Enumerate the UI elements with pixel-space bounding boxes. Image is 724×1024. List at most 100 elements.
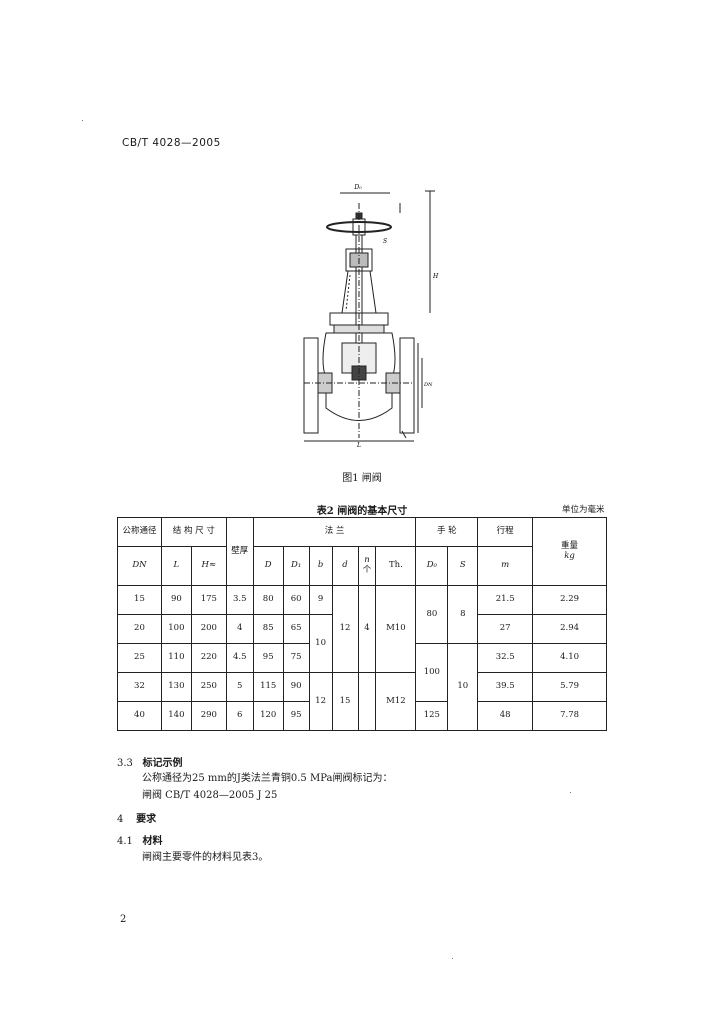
cell-D1: 75: [282, 643, 310, 673]
table-row: 20 100 200 4 85 65 10 27 2.94: [117, 614, 607, 673]
figure-caption: 图1 闸阀: [342, 473, 382, 484]
cell-D: 95: [252, 643, 284, 673]
th-stroke: 行程: [477, 517, 534, 547]
th-D1: D₁: [282, 546, 310, 586]
cell-stroke: 21.5: [477, 585, 534, 615]
cell-D0: 100: [415, 643, 449, 702]
table-row: 40 140 290 6 120 95 125 48 7.78: [117, 701, 607, 731]
section-4-1-line-1: 闸阀主要零件的材料见表3。: [142, 852, 269, 863]
table-title: 表2 闸阀的基本尺寸: [316, 506, 408, 517]
cell-dn: 15: [117, 585, 162, 615]
standard-code: CB/T 4028—2005: [122, 137, 221, 149]
th-S: S: [447, 546, 479, 586]
cell-D0: 80: [415, 585, 449, 644]
cell-S: 10: [447, 643, 479, 731]
cell-t: 4: [225, 614, 254, 644]
th-weight-label: 重量: [561, 540, 579, 551]
section-number: 3.3: [117, 758, 133, 769]
cell-weight: 2.29: [532, 585, 607, 615]
scan-speck: [82, 120, 83, 121]
th-weight-unit: kg: [564, 550, 575, 561]
th-d: d: [331, 546, 359, 586]
th-n: n 个: [357, 546, 377, 586]
cell-th: M10: [375, 585, 417, 673]
cell-stroke: 32.5: [477, 643, 534, 673]
cell-b: 10: [308, 614, 333, 673]
cell-dn: 25: [117, 643, 162, 673]
th-handwheel: 手 轮: [415, 517, 479, 547]
cell-S: 8: [447, 585, 479, 644]
scan-speck: [452, 958, 453, 959]
th-th: Th.: [375, 546, 417, 586]
cell-H: 290: [190, 701, 227, 731]
cell-L: 100: [160, 614, 192, 644]
cell-weight: 2.94: [532, 614, 607, 644]
cell-t: 5: [225, 672, 254, 702]
table-row: 32 130 250 5 115 90 12 15 M12 39.5 5.79: [117, 672, 607, 731]
section-title: 要求: [136, 814, 157, 825]
gate-valve-drawing: D₀ S H DN L: [303, 184, 439, 448]
cell-weight: 7.78: [532, 701, 607, 731]
section-3-3-line-2: 闸阀 CB/T 4028—2005 J 25: [142, 790, 278, 801]
cell-D: 85: [252, 614, 284, 644]
cell-n: 4: [357, 585, 377, 673]
cell-weight: 5.79: [532, 672, 607, 702]
cell-D: 80: [252, 585, 284, 615]
page-number: 2: [120, 914, 127, 925]
cell-L: 140: [160, 701, 192, 731]
th-weight: 重量 kg: [532, 517, 607, 586]
th-b: b: [308, 546, 333, 586]
cell-H: 200: [190, 614, 227, 644]
cell-D1: 90: [282, 672, 310, 702]
section-4-heading: 4 要求: [117, 810, 156, 825]
table-row: 15 90 175 3.5 80 60 9 12 4 M10 80 8 21.5…: [117, 585, 607, 673]
cell-D1: 95: [282, 701, 310, 731]
th-H: H≈: [190, 546, 227, 586]
cell-d: 12: [331, 585, 359, 673]
cell-dn: 40: [117, 701, 162, 731]
th-flange: 法 兰: [252, 517, 417, 547]
cell-D: 115: [252, 672, 284, 702]
cell-L: 90: [160, 585, 192, 615]
cell-stroke: 48: [477, 701, 534, 731]
section-3-3-line-1: 公称通径为25 mm的J类法兰青铜0.5 MPa闸阀标记为：: [142, 773, 393, 784]
cell-t: 3.5: [225, 585, 254, 615]
th-L: L: [160, 546, 192, 586]
fig-label-d0: D₀: [353, 184, 362, 191]
dimension-table: 公称通径 结 构 尺 寸 壁厚 法 兰 手 轮 行程 重量 kg DN L H≈…: [117, 517, 607, 731]
fig-label-dn: DN: [423, 382, 433, 388]
cell-L: 110: [160, 643, 192, 673]
cell-t: 4.5: [225, 643, 254, 673]
th-D0: D₀: [415, 546, 449, 586]
cell-d: 15: [331, 672, 359, 731]
table-row: 25 110 220 4.5 95 75 100 10 32.5 4.10: [117, 643, 607, 731]
cell-D1: 65: [282, 614, 310, 644]
cell-stroke: 27: [477, 614, 534, 644]
cell-n-empty: [357, 672, 377, 731]
cell-D1: 60: [282, 585, 310, 615]
th-structure: 结 构 尺 寸: [160, 517, 227, 547]
th-n-unit: 个: [362, 565, 372, 575]
cell-weight: 4.10: [532, 643, 607, 673]
cell-H: 220: [190, 643, 227, 673]
th-nominal: 公称通径: [117, 517, 162, 547]
section-3-3-heading: 3.3 标记示例: [117, 754, 182, 769]
cell-dn: 20: [117, 614, 162, 644]
cell-H: 250: [190, 672, 227, 702]
cell-L: 130: [160, 672, 192, 702]
cell-D0: 125: [415, 701, 449, 731]
scan-speck: [570, 792, 571, 793]
cell-t: 6: [225, 701, 254, 731]
fig-label-h: H: [432, 273, 439, 280]
section-number: 4.1: [117, 836, 133, 847]
th-D: D: [252, 546, 284, 586]
th-wall: 壁厚: [225, 517, 254, 586]
th-dn: DN: [117, 546, 162, 586]
cell-b: 12: [308, 672, 333, 731]
table-unit: 单位为毫米: [562, 505, 605, 515]
fig-label-s: S: [383, 238, 387, 245]
section-number: 4: [117, 814, 124, 825]
cell-stroke: 39.5: [477, 672, 534, 702]
fig-label-l: L: [356, 442, 361, 448]
cell-D: 120: [252, 701, 284, 731]
